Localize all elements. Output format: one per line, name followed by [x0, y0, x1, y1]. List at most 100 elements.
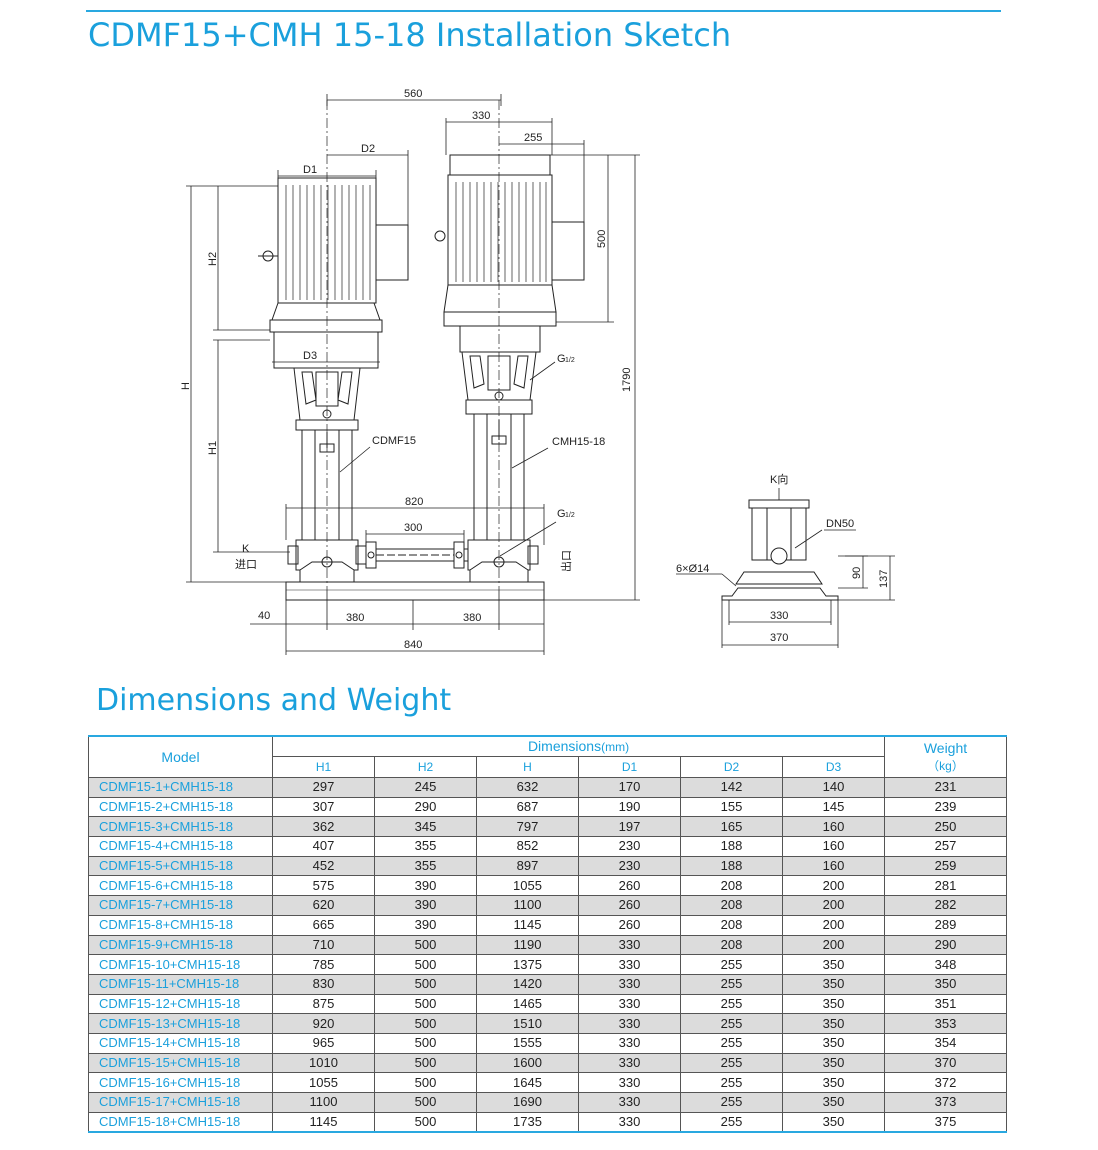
value-cell: 350	[782, 1072, 885, 1093]
value-cell: 160	[782, 816, 885, 838]
value-cell: 188	[680, 836, 783, 857]
value-cell: 140	[782, 777, 885, 798]
weight-cell: 353	[884, 1013, 1007, 1034]
value-cell: 1145	[476, 914, 579, 936]
dim-820: 820	[405, 496, 423, 508]
column-header: H	[476, 756, 579, 778]
k-view-sketch	[676, 488, 895, 648]
model-cell: CDMF15-10+CMH15-18	[88, 954, 273, 975]
label-k: K	[242, 543, 250, 555]
weight-cell: 289	[884, 914, 1007, 936]
value-cell: 260	[578, 895, 681, 916]
label-outlet: 出口	[559, 550, 573, 572]
value-cell: 500	[374, 1013, 477, 1034]
value-cell: 142	[680, 777, 783, 798]
value-cell: 390	[374, 914, 477, 936]
dimensions-table: Model Dimensions(mm) Weight（kg） H1 H2 H …	[88, 735, 1007, 1134]
value-cell: 350	[782, 1052, 885, 1074]
label-k-view: K向	[770, 472, 788, 486]
value-cell: 200	[782, 914, 885, 936]
value-cell: 1145	[272, 1111, 375, 1134]
model-cell: CDMF15-8+CMH15-18	[88, 914, 273, 936]
value-cell: 852	[476, 836, 579, 857]
value-cell: 330	[578, 1092, 681, 1113]
value-cell: 665	[272, 914, 375, 936]
dim-137: 137	[878, 570, 890, 588]
header-weight-unit: （kg）	[927, 758, 964, 773]
value-cell: 260	[578, 914, 681, 936]
dim-40: 40	[258, 610, 270, 622]
weight-cell: 281	[884, 875, 1007, 897]
value-cell: 710	[272, 934, 375, 956]
value-cell: 208	[680, 875, 783, 897]
value-cell: 500	[374, 1092, 477, 1113]
value-cell: 875	[272, 993, 375, 1015]
value-cell: 230	[578, 836, 681, 857]
value-cell: 200	[782, 895, 885, 916]
header-model: Model	[88, 735, 273, 778]
model-cell: CDMF15-4+CMH15-18	[88, 836, 273, 857]
value-cell: 245	[374, 777, 477, 798]
value-cell: 255	[680, 1052, 783, 1074]
weight-cell: 372	[884, 1072, 1007, 1093]
column-header: D3	[782, 756, 885, 778]
label-g-lower-frac: 1/2	[565, 512, 575, 519]
value-cell: 575	[272, 875, 375, 897]
value-cell: 965	[272, 1032, 375, 1054]
dim-90: 90	[851, 567, 863, 579]
dim-h2: H2	[207, 252, 219, 266]
value-cell: 165	[680, 816, 783, 838]
value-cell: 197	[578, 816, 681, 838]
value-cell: 500	[374, 1072, 477, 1093]
value-cell: 350	[782, 1092, 885, 1113]
value-cell: 255	[680, 1072, 783, 1093]
value-cell: 1465	[476, 993, 579, 1015]
value-cell: 330	[578, 1052, 681, 1074]
label-g-upper: G	[557, 353, 566, 365]
value-cell: 330	[578, 973, 681, 995]
value-cell: 350	[782, 1111, 885, 1134]
pump-left	[258, 177, 409, 583]
value-cell: 452	[272, 855, 375, 877]
value-cell: 330	[578, 1072, 681, 1093]
model-cell: CDMF15-2+CMH15-18	[88, 796, 273, 818]
installation-sketch: 560 330 255 D2 D1 H2 H H1 D3 500 1790 G …	[180, 88, 895, 655]
model-cell: CDMF15-7+CMH15-18	[88, 895, 273, 916]
weight-cell: 257	[884, 836, 1007, 857]
column-header: H1	[272, 756, 375, 778]
value-cell: 500	[374, 1032, 477, 1054]
value-cell: 330	[578, 993, 681, 1015]
label-inlet: 进口	[235, 558, 257, 571]
title-rule	[86, 10, 1001, 12]
label-g-upper-frac: 1/2	[565, 357, 575, 364]
value-cell: 160	[782, 855, 885, 877]
value-cell: 1190	[476, 934, 579, 956]
pump-right	[434, 154, 585, 583]
weight-cell: 290	[884, 934, 1007, 956]
value-cell: 797	[476, 816, 579, 838]
value-cell: 255	[680, 993, 783, 1015]
model-cell: CDMF15-13+CMH15-18	[88, 1013, 273, 1034]
value-cell: 1100	[272, 1092, 375, 1113]
model-cell: CDMF15-11+CMH15-18	[88, 973, 273, 995]
value-cell: 188	[680, 855, 783, 877]
value-cell: 687	[476, 796, 579, 818]
label-dn50: DN50	[826, 518, 854, 530]
value-cell: 307	[272, 796, 375, 818]
dim-h1: H1	[207, 441, 219, 455]
value-cell: 260	[578, 875, 681, 897]
value-cell: 1555	[476, 1032, 579, 1054]
value-cell: 355	[374, 836, 477, 857]
weight-cell: 231	[884, 777, 1007, 798]
